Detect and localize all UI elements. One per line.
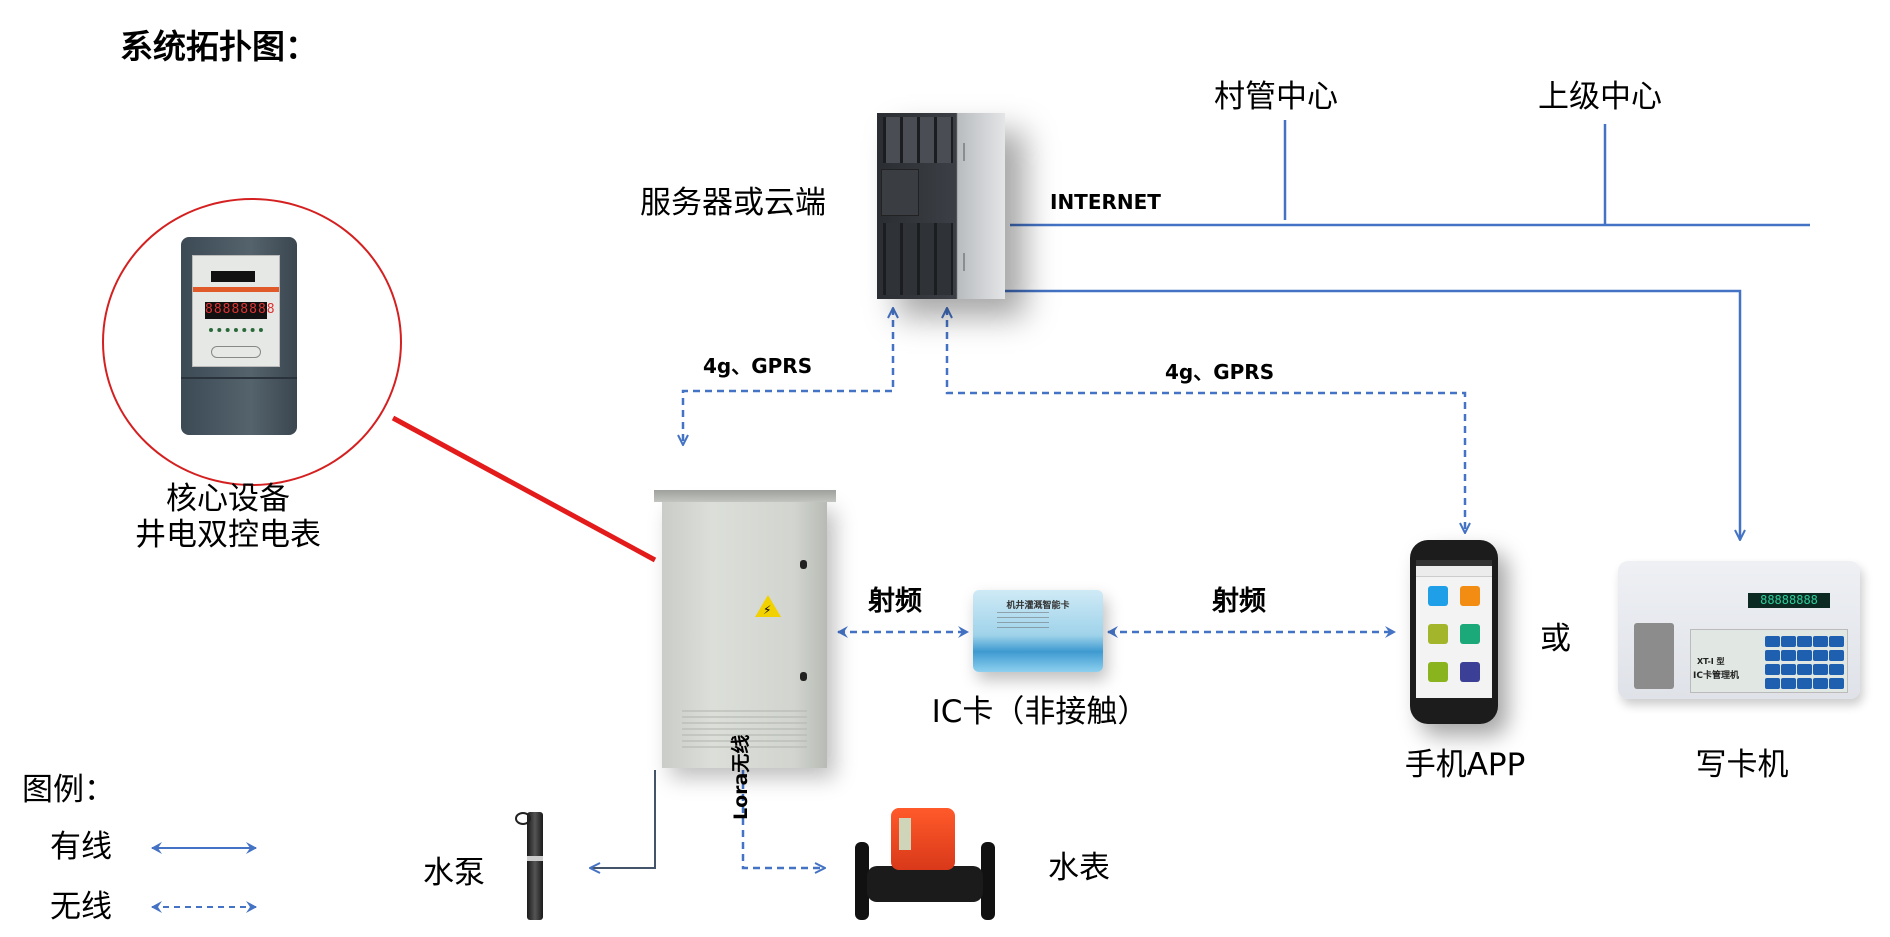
gprs-cabinet-link <box>683 308 893 445</box>
core-link-line <box>391 415 657 563</box>
legend-wired-label: 有线 <box>50 829 112 865</box>
meter-lcd-display: 88888888 <box>205 302 276 319</box>
ic-card-title: 机井灌溉智能卡 <box>1006 601 1070 611</box>
rf-left-label: 射频 <box>868 586 922 617</box>
high-voltage-warning-icon <box>755 595 781 617</box>
gprs-left-label: 4g、GPRS <box>703 354 813 378</box>
card-writer-name: IC卡管理机 <box>1693 671 1739 681</box>
server-label: 服务器或云端 <box>640 185 826 221</box>
pump-wired-line <box>590 770 656 868</box>
water-meter-image <box>845 808 1005 926</box>
rf-right-label: 射频 <box>1212 586 1266 617</box>
app-icon-chart <box>1428 624 1448 644</box>
ic-card-label: IC卡（非接触） <box>931 694 1149 730</box>
legend-title: 图例： <box>22 772 115 808</box>
mobile-phone-image <box>1410 540 1498 724</box>
app-icon-settings <box>1460 662 1480 682</box>
control-cabinet-image: ⚡ <box>654 490 836 768</box>
pump-label: 水泵 <box>423 855 485 891</box>
legend-wireless-label: 无线 <box>50 889 112 925</box>
water-pump-image <box>515 812 543 920</box>
ic-card-image: 机井灌溉智能卡 <box>973 590 1103 672</box>
core-device-label: 核心设备 <box>166 481 290 517</box>
phone-app-label: 手机APP <box>1404 747 1526 783</box>
app-icon-wave <box>1428 662 1448 682</box>
lora-water-meter-link <box>741 770 825 868</box>
app-icon-tools <box>1460 586 1480 606</box>
internet-label: INTERNET <box>1050 190 1161 214</box>
upper-center-label: 上级中心 <box>1538 79 1662 115</box>
card-writer-display: 88888888 <box>1748 593 1830 608</box>
card-writer-image: 88888888 XT-I 型 IC卡管理机 <box>1618 561 1860 699</box>
app-icon-chart-alt <box>1460 624 1480 644</box>
electric-meter-image: 88888888 <box>181 237 297 435</box>
writer-server-wired-line <box>985 291 1740 540</box>
app-icon-card <box>1428 586 1448 606</box>
card-writer-label: 写卡机 <box>1695 747 1789 783</box>
card-writer-model: XT-I 型 <box>1697 657 1725 666</box>
core-device-sublabel: 井电双控电表 <box>135 517 321 553</box>
village-center-label: 村管中心 <box>1214 79 1338 115</box>
or-label: 或 <box>1540 621 1571 657</box>
lora-label: Lora无线 <box>730 734 752 820</box>
server-image <box>877 113 1005 299</box>
gprs-phone-link <box>947 308 1465 533</box>
core-device-highlight-circle <box>102 198 402 486</box>
gprs-right-label: 4g、GPRS <box>1165 360 1275 384</box>
water-meter-label: 水表 <box>1048 850 1110 886</box>
diagram-title: 系统拓扑图： <box>120 27 318 66</box>
